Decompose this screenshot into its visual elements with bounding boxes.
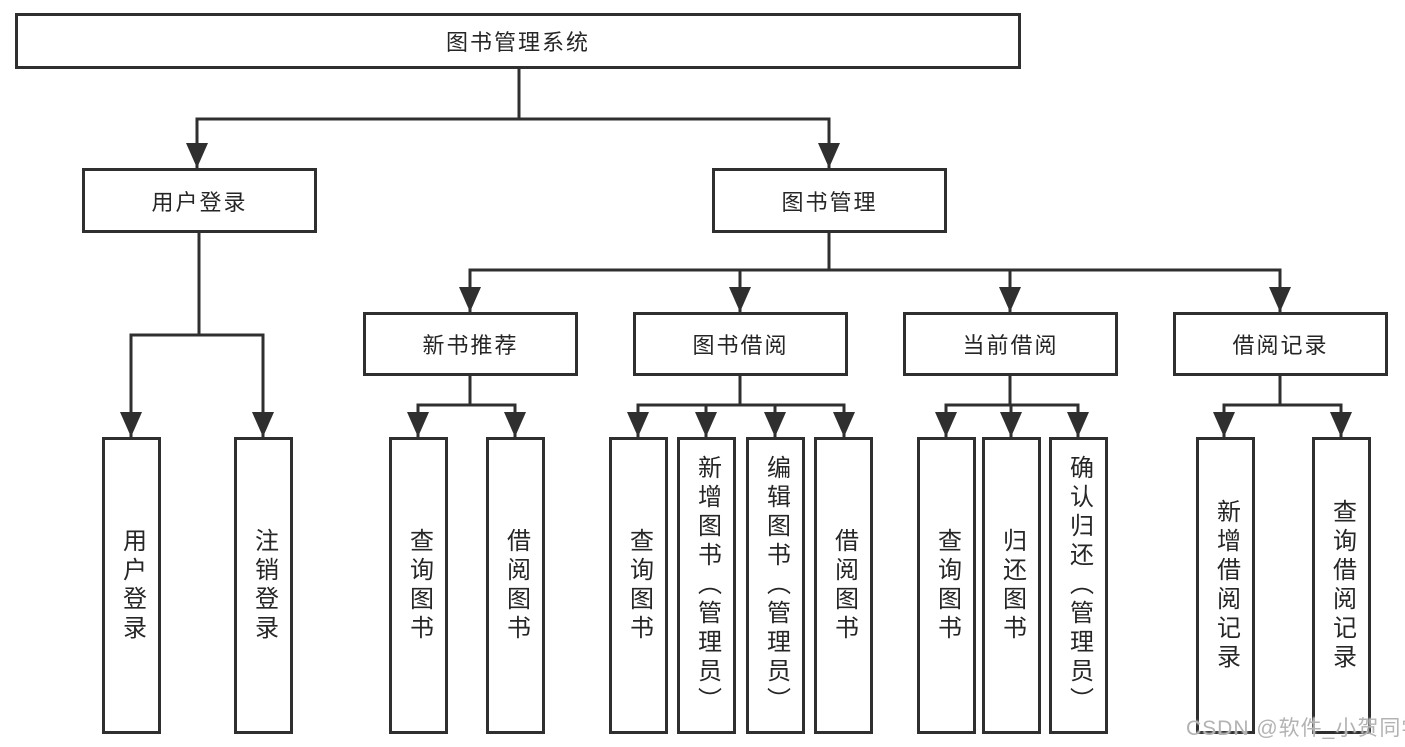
connector-paths: [129, 69, 1343, 437]
node-label: 归还图书: [998, 527, 1026, 644]
node-book-borrow: 图书借阅: [633, 312, 848, 376]
leaf-borrow-add-books-admin: 新增图书（管理员）: [677, 437, 736, 734]
leaf-recommend-query-books: 查询图书: [389, 437, 448, 734]
leaf-recommend-borrow-books: 借阅图书: [486, 437, 545, 734]
node-label: 编辑图书（管理员）: [762, 455, 790, 716]
node-label: 图书管理系统: [445, 30, 590, 55]
node-label: 查询图书: [625, 527, 653, 644]
node-new-book-recommend: 新书推荐: [363, 312, 578, 376]
node-label: 查询借阅记录: [1328, 498, 1356, 673]
node-label: 新书推荐: [422, 333, 519, 358]
node-label: 确认归还（管理员）: [1065, 455, 1093, 716]
node-book-management: 图书管理: [712, 168, 947, 233]
node-label: 查询图书: [933, 527, 961, 644]
leaf-current-query-books: 查询图书: [917, 437, 976, 734]
node-root: 图书管理系统: [15, 13, 1021, 69]
leaf-borrow-borrow-books: 借阅图书: [814, 437, 873, 734]
node-label: 借阅图书: [502, 527, 530, 644]
node-label: 查询图书: [405, 527, 433, 644]
leaf-borrow-edit-books-admin: 编辑图书（管理员）: [746, 437, 805, 734]
leaf-borrow-query-books: 查询图书: [609, 437, 668, 734]
node-label: 用户登录: [118, 527, 146, 644]
leaf-current-return-books: 归还图书: [982, 437, 1041, 734]
arrowheads: [120, 143, 1352, 437]
node-label: 用户登录: [151, 189, 248, 215]
node-current-borrow: 当前借阅: [903, 312, 1118, 376]
node-label: 借阅记录: [1232, 333, 1329, 358]
leaf-user-login: 用户登录: [102, 437, 161, 734]
watermark-text: CSDN @软件_小贺同学: [1186, 717, 1405, 740]
node-label: 新增借阅记录: [1212, 498, 1240, 673]
node-borrow-records: 借阅记录: [1173, 312, 1388, 376]
node-label: 注销登录: [250, 527, 278, 644]
leaf-logout: 注销登录: [234, 437, 293, 734]
leaf-current-confirm-return-admin: 确认归还（管理员）: [1049, 437, 1108, 734]
node-user-login-branch: 用户登录: [82, 168, 317, 233]
leaf-records-add-record: 新增借阅记录: [1196, 437, 1255, 734]
node-label: 当前借阅: [962, 333, 1059, 358]
node-label: 借阅图书: [830, 527, 858, 644]
node-label: 图书借阅: [692, 333, 789, 358]
node-label: 新增图书（管理员）: [693, 455, 721, 716]
leaf-records-query-record: 查询借阅记录: [1312, 437, 1371, 734]
node-label: 图书管理: [781, 189, 878, 215]
